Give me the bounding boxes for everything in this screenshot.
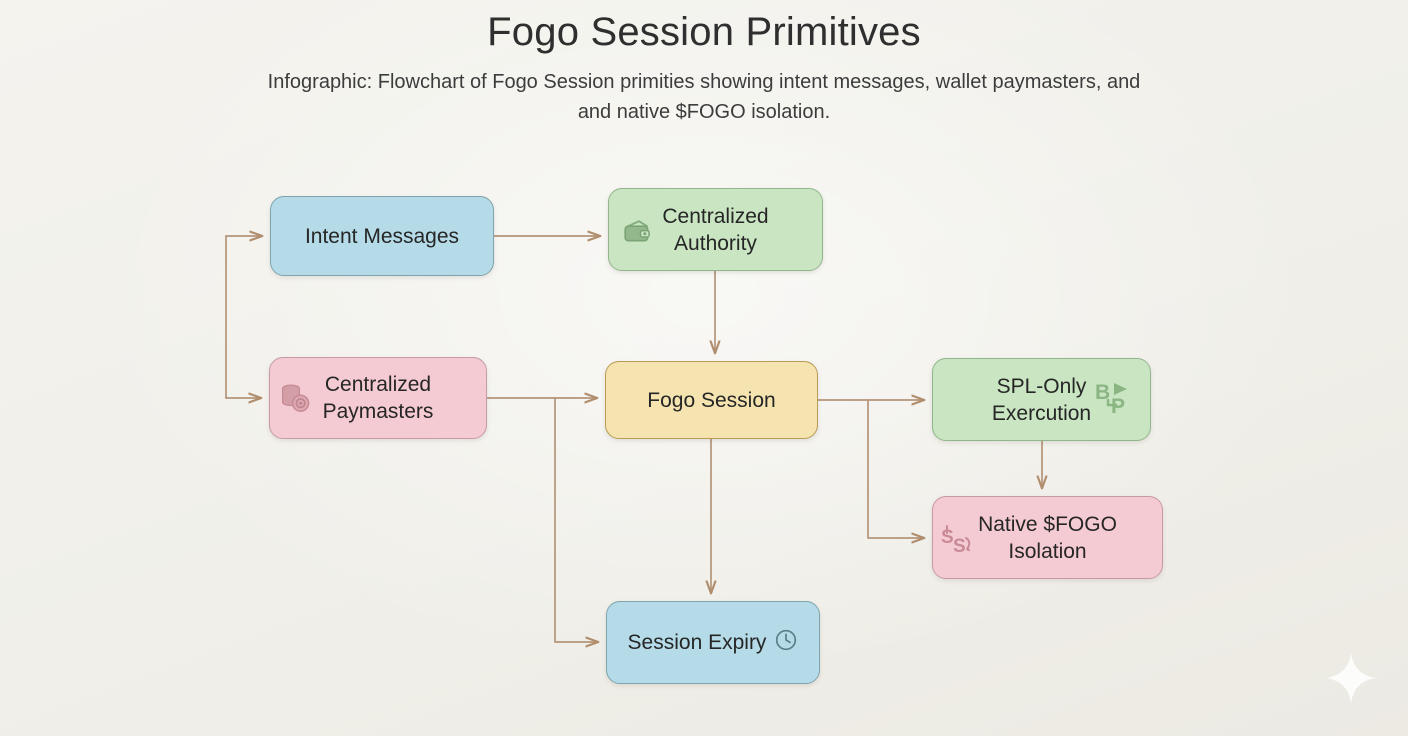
svg-text:S: S	[953, 536, 966, 557]
node-session-expiry[interactable]: Session Expiry	[606, 601, 820, 684]
coins-icon	[278, 381, 312, 420]
node-spl-only-exercution-label: SPL-Only Exercution	[991, 374, 1092, 425]
wallet-icon	[623, 218, 653, 249]
subtitle-line-1: Infographic: Flowchart of Fogo Session p…	[267, 71, 1141, 93]
edge-session-to-isolation	[867, 399, 924, 538]
clock-icon	[774, 628, 798, 657]
svg-text:P: P	[1111, 395, 1125, 418]
edge-paymasters-to-expiry	[554, 397, 598, 642]
sparkle-icon	[1322, 649, 1380, 707]
node-native-fogo-isolation-label: Native $FOGO Isolation	[978, 512, 1117, 563]
bp-token-icon: B P	[1094, 377, 1136, 428]
subtitle-line-2: and native $FOGO isolation.	[577, 101, 831, 123]
node-native-fogo-isolation[interactable]: S S Native $FOGO Isolation	[932, 496, 1163, 579]
node-intent-messages-label: Intent Messages	[304, 224, 460, 248]
node-fogo-session-label: Fogo Session	[647, 388, 776, 412]
page-title: Fogo Session Primitives	[487, 10, 921, 54]
node-fogo-session[interactable]: Fogo Session	[605, 361, 818, 439]
header: Fogo Session Primitives Infographic: Flo…	[0, 0, 1408, 127]
dollar-exchange-icon: S S	[941, 524, 979, 563]
node-centralized-authority[interactable]: Centralized Authority	[608, 188, 823, 271]
page-subtitle: Infographic: Flowchart of Fogo Session p…	[0, 55, 1408, 127]
node-spl-only-exercution[interactable]: B P SPL-Only Exercution	[932, 358, 1151, 441]
node-session-expiry-label: Session Expiry	[627, 631, 767, 654]
node-intent-messages[interactable]: Intent Messages	[270, 196, 494, 276]
node-centralized-authority-label: Centralized Authority	[662, 204, 769, 255]
node-centralized-paymasters-label: Centralized Paymasters	[322, 373, 434, 423]
node-centralized-paymasters[interactable]: Centralized Paymasters	[269, 357, 487, 439]
